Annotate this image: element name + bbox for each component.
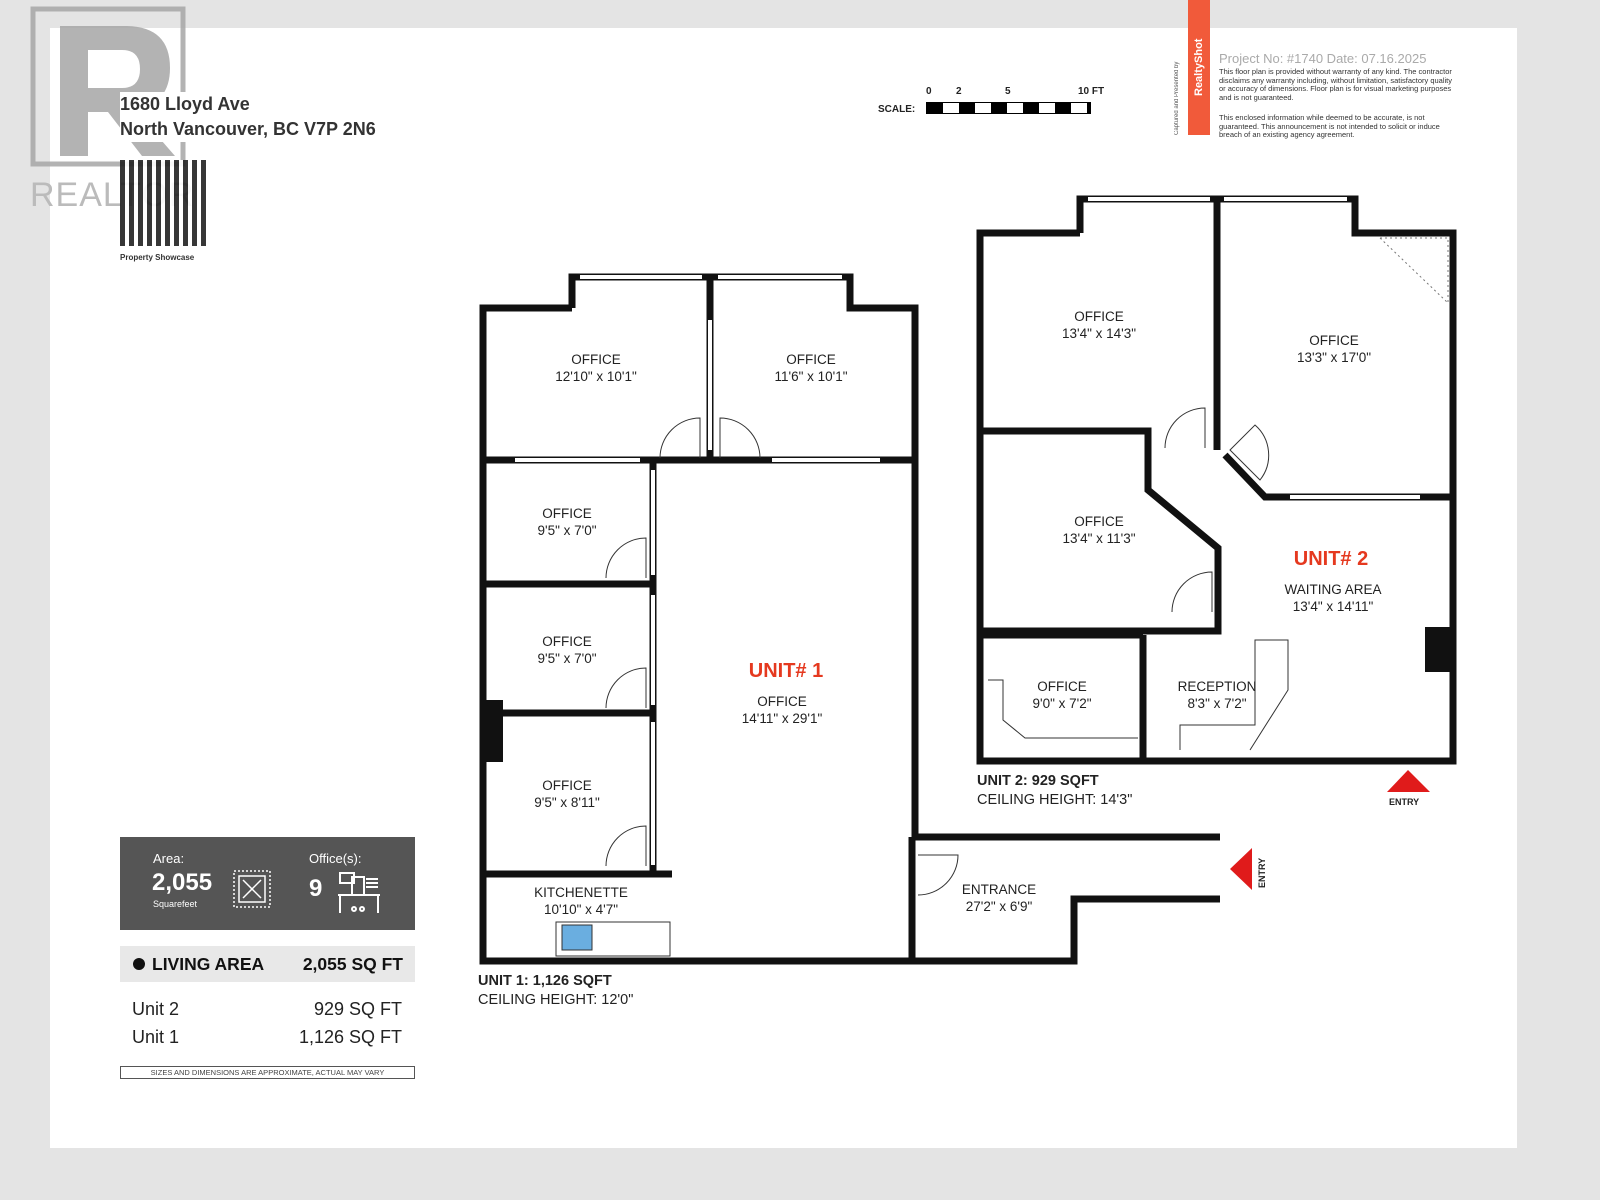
qr-code[interactable] [120,160,206,246]
living-area-label: LIVING AREA [152,954,265,974]
wall [1222,452,1453,501]
expand-icon [233,870,271,908]
column [1425,627,1450,672]
scale-tick: 0 [926,86,932,97]
wall [479,304,1220,965]
living-area-row: LIVING AREA 2,055 SQ FT [120,946,415,982]
area-value: 2,055 [152,869,213,896]
wall [980,427,1222,635]
disclaimer-1: This floor plan is provided without warr… [1219,67,1453,102]
area-unit: Squarefeet [153,899,198,909]
scale-label: SCALE: [878,104,916,115]
size-disclaimer: SIZES AND DIMENSIONS ARE APPROXIMATE, AC… [120,1066,415,1079]
scale-tick: 5 [1005,86,1011,97]
area-label: Area: [153,851,185,866]
offices-label: Office(s): [309,851,362,866]
scale-tick: 10 FT [1078,86,1105,97]
qr-caption: Property Showcase [120,253,195,262]
project-info: Project No: #1740 Date: 07.16.2025 [1219,51,1427,66]
stats-panel: Area: 2,055 Squarefeet Office(s): 9 [120,837,415,930]
entry-label: ENTRY [1257,857,1267,888]
address-line1: 1680 Lloyd Ave [120,94,250,114]
address: 1680 Lloyd Ave North Vancouver, BC V7P 2… [120,92,380,142]
column [483,700,503,762]
scale-tick: 2 [956,86,962,97]
living-area-value: 2,055 SQ FT [302,954,403,974]
wall [568,273,1220,841]
address-line2: North Vancouver, BC V7P 2N6 [120,119,376,139]
desk-icon [338,872,380,913]
unit2-label: UNIT# 2 [1293,548,1369,570]
unit1-label: UNIT# 1 [748,660,824,682]
bullet-icon [133,958,145,970]
entry-label: ENTRY [1389,797,1420,807]
entry-arrow-unit2 [1387,770,1430,792]
sink [561,924,593,951]
entry-arrow-unit1 [1230,848,1252,890]
disclaimer-2: This enclosed information while deemed t… [1219,113,1440,139]
stairs [1378,237,1449,305]
offices-value: 9 [309,875,323,902]
